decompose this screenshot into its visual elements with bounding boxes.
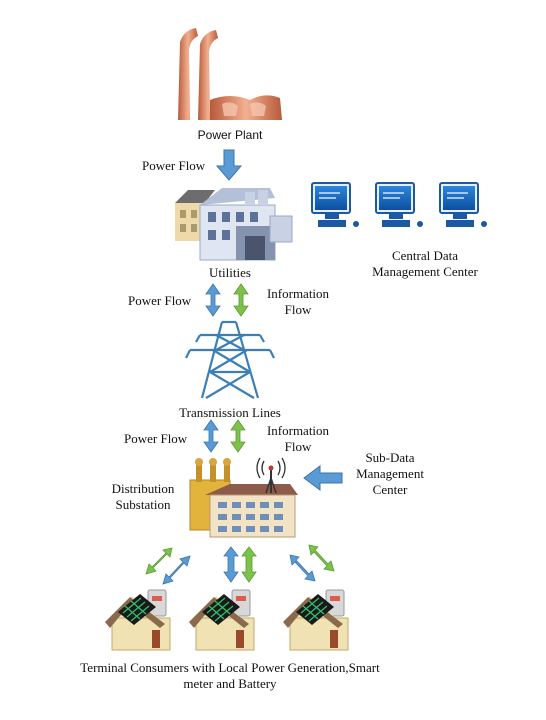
utilities-building-icon — [175, 188, 293, 261]
power-flow-label-2: Power Flow — [128, 293, 192, 308]
house-with-solar-panel-icon — [283, 589, 349, 651]
info-flow-label-3-line1: Information — [266, 423, 330, 438]
computer-monitor-icon — [439, 182, 487, 227]
distribution-substation-label-line2: Substation — [115, 497, 171, 512]
power-plant-label: Power Plant — [197, 128, 263, 142]
substation-building-icon — [189, 458, 298, 538]
power-flow-arrow-bidirectional — [203, 419, 219, 453]
sub-data-center-label-line2: Management — [356, 466, 424, 481]
info-flow-label-2-line2: Flow — [284, 302, 312, 317]
computer-monitor-icon — [311, 182, 359, 227]
info-flow-label-3-line2: Flow — [284, 439, 312, 454]
sub-data-center-label-line3: Center — [372, 482, 408, 497]
antenna-icon — [256, 457, 286, 494]
consumers-label-line1: Terminal Consumers with Local Power Gene… — [80, 660, 380, 675]
power-flow-arrow-down — [215, 149, 243, 181]
house-with-solar-panel-icon — [105, 589, 171, 651]
central-data-center-label-line2: Management Center — [372, 264, 478, 279]
power-flow-label-3: Power Flow — [124, 431, 188, 446]
computer-monitor-icon — [375, 182, 423, 227]
info-flow-label-2-line1: Information — [266, 286, 330, 301]
data-flow-arrow-left — [303, 465, 343, 491]
power-plant-icon — [178, 28, 282, 120]
info-flow-arrow-bidirectional — [233, 283, 249, 317]
transmission-tower-icon — [185, 320, 275, 399]
info-flow-arrow-bidirectional — [230, 419, 246, 453]
central-data-center-label-line1: Central Data — [391, 248, 459, 263]
sub-data-center-label-line1: Sub-Data — [365, 450, 415, 465]
power-flow-label-1: Power Flow — [142, 158, 206, 173]
flow-arrows-middle-house — [223, 546, 257, 583]
power-flow-arrow-bidirectional — [205, 283, 221, 317]
consumers-label-line2: meter and Battery — [183, 676, 277, 691]
distribution-substation-label-line1: Distribution — [111, 481, 175, 496]
transmission-lines-label: Transmission Lines — [179, 405, 281, 420]
utilities-label: Utilities — [209, 265, 251, 280]
flow-arrows-right-house — [289, 544, 335, 582]
house-with-solar-panel-icon — [189, 589, 255, 651]
flow-arrows-left-house — [145, 547, 191, 585]
